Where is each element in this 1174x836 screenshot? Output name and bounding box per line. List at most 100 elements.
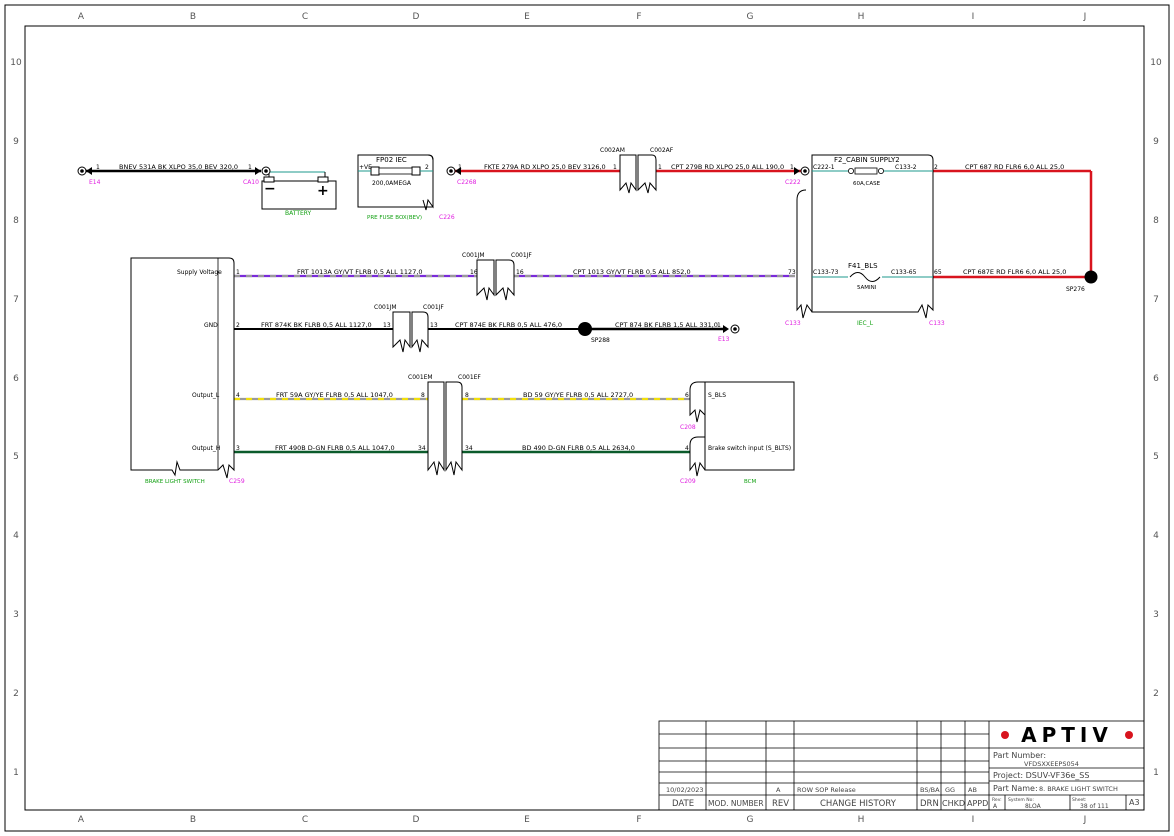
- pin-number: 8: [465, 392, 469, 399]
- connector-label-c001jf-2: C001JF: [423, 304, 444, 311]
- label-wire-cpt-874: CPT 874 BK FLRB 1,5 ALL 331,0: [615, 321, 718, 329]
- part-name-label: Part Name:: [993, 784, 1038, 793]
- history-drn: BS/BA: [920, 786, 940, 794]
- pin-number: 1: [236, 269, 240, 276]
- pin-number: 1: [248, 164, 252, 171]
- battery-component[interactable]: − +: [261, 176, 337, 210]
- rev-value: A: [993, 803, 998, 810]
- project-value: Project: DSUV-VF36e_SS: [993, 771, 1089, 780]
- label-wire-cpt-1013: CPT 1013 GY/VT FLRB 0,5 ALL 852,0: [573, 268, 691, 276]
- column-reference-label: H: [858, 12, 865, 22]
- label-wire-frt-59a: FRT 59A GY/YE FLRB 0,5 ALL 1047,0: [276, 391, 393, 399]
- terminal-ca10[interactable]: [255, 166, 271, 176]
- column-reference-label: E: [524, 12, 530, 22]
- row-reference-label: 3: [1153, 610, 1159, 620]
- connector-c001j-supply[interactable]: [476, 259, 515, 301]
- cabin-pin-c133-65: C133-65: [891, 269, 917, 276]
- history-date: 10/02/2023: [666, 786, 703, 794]
- fuse-60a-label: 60A,CASE: [853, 181, 881, 187]
- ref-sp276: SP276: [1066, 286, 1085, 293]
- label-wire-bd-59: BD 59 GY/YE FLRB 0,5 ALL 2727,0: [523, 391, 633, 399]
- pin-number: 13: [383, 322, 391, 329]
- row-reference-label: 6: [13, 374, 19, 384]
- switch-name-label: BRAKE LIGHT SWITCH: [145, 479, 205, 485]
- cabin-pin-c133-73: C133-73: [813, 269, 839, 276]
- row-reference-label: 9: [1153, 137, 1159, 147]
- fuse-f41-label: F41_BLS: [848, 262, 878, 270]
- pre-fuse-box[interactable]: [357, 154, 434, 211]
- bcm-pin-brake-switch-input: Brake switch input (S_BLTS): [708, 445, 791, 452]
- label-wire-cpt-687: CPT 687 RD FLR6 6,0 ALL 25,0: [965, 163, 1064, 171]
- battery-plus-icon: +: [317, 183, 329, 199]
- connector-label-c001jf-1: C001JF: [511, 252, 532, 259]
- ref-e14: E14: [89, 179, 101, 186]
- pin-number: 3: [236, 445, 240, 452]
- ref-sp288: SP288: [591, 337, 610, 344]
- history-appd: AB: [968, 786, 977, 794]
- terminal-e13[interactable]: [723, 324, 740, 334]
- brake-light-switch[interactable]: [130, 257, 235, 479]
- ref-c226: C226: [439, 214, 455, 221]
- connector-c002a[interactable]: [619, 154, 657, 194]
- pin-number: 16: [516, 269, 524, 276]
- ref-c208: C208: [680, 424, 696, 431]
- row-reference-label: 1: [1153, 768, 1159, 778]
- row-reference-label: 1: [13, 768, 19, 778]
- fuse-box-title: FP02 IEC: [376, 156, 407, 164]
- connector-c001e[interactable]: [427, 381, 463, 476]
- pin-label-supply-voltage: Supply Voltage: [177, 269, 222, 276]
- column-reference-label: G: [747, 815, 754, 825]
- pin-number: 6: [685, 392, 689, 399]
- cabin-fuse-box[interactable]: [796, 154, 934, 319]
- bcm-module[interactable]: [689, 381, 795, 477]
- connector-label-c002am: C002AM: [600, 147, 625, 154]
- history-rev: A: [776, 786, 781, 794]
- column-reference-label: C: [302, 815, 308, 825]
- row-reference-label: 8: [13, 216, 19, 226]
- row-reference-label: 5: [13, 452, 19, 462]
- iec-l-label: IEC_L: [857, 320, 874, 327]
- label-wire-cpt-687e: CPT 687E RD FLR6 6,0 ALL 25,0: [963, 268, 1066, 276]
- sheet-label: Sheet:: [1072, 797, 1087, 803]
- column-reference-label: J: [1083, 815, 1087, 825]
- splice-sp276[interactable]: [1084, 270, 1098, 284]
- column-reference-label: F: [636, 815, 641, 825]
- row-reference-label: 4: [1153, 531, 1159, 541]
- ref-c222: C222: [785, 179, 801, 186]
- rev-label: Rev:: [992, 797, 1002, 803]
- terminal-c222[interactable]: [794, 166, 810, 176]
- terminal-c2268[interactable]: [446, 166, 461, 176]
- ref-c209: C209: [680, 478, 696, 485]
- pin-label-output-h: Output_H: [192, 445, 220, 452]
- connector-c001j-gnd[interactable]: [392, 311, 429, 353]
- label-wire-frt-490b: FRT 490B D-GN FLRB 0,5 ALL 1047,0: [275, 444, 395, 452]
- column-reference-label: D: [413, 815, 420, 825]
- row-reference-label: 5: [1153, 452, 1159, 462]
- fuse-rating: 200,0AMEGA: [372, 180, 412, 187]
- column-reference-label: B: [190, 815, 196, 825]
- pin-number: 34: [465, 445, 473, 452]
- pin-number: 13: [430, 322, 438, 329]
- history-change: ROW SOP Release: [797, 786, 856, 794]
- row-reference-label: 7: [1153, 295, 1159, 305]
- connector-label-c002af: C002AF: [650, 147, 674, 154]
- pin-number: 34: [418, 445, 426, 452]
- column-reference-label: A: [78, 815, 85, 825]
- ref-c259: C259: [229, 478, 245, 485]
- cabin-pin-c222-1: C222-1: [813, 164, 835, 171]
- column-reference-label: D: [413, 12, 420, 22]
- row-reference-label: 2: [13, 689, 19, 699]
- row-reference-label: 10: [10, 58, 22, 68]
- splice-sp288[interactable]: [578, 322, 592, 336]
- column-reference-label: I: [972, 12, 975, 22]
- header-date: DATE: [672, 799, 694, 809]
- sheet-value: 38 of 111: [1080, 803, 1109, 810]
- aptiv-logo-text: APTIV: [1021, 723, 1113, 747]
- pin-number: 1: [458, 164, 462, 171]
- battery-label: BATTERY: [285, 210, 312, 217]
- row-reference-label: 2: [1153, 689, 1159, 699]
- column-reference-label: J: [1083, 12, 1087, 22]
- terminal-e14[interactable]: [77, 166, 92, 176]
- header-change-history: CHANGE HISTORY: [820, 799, 897, 809]
